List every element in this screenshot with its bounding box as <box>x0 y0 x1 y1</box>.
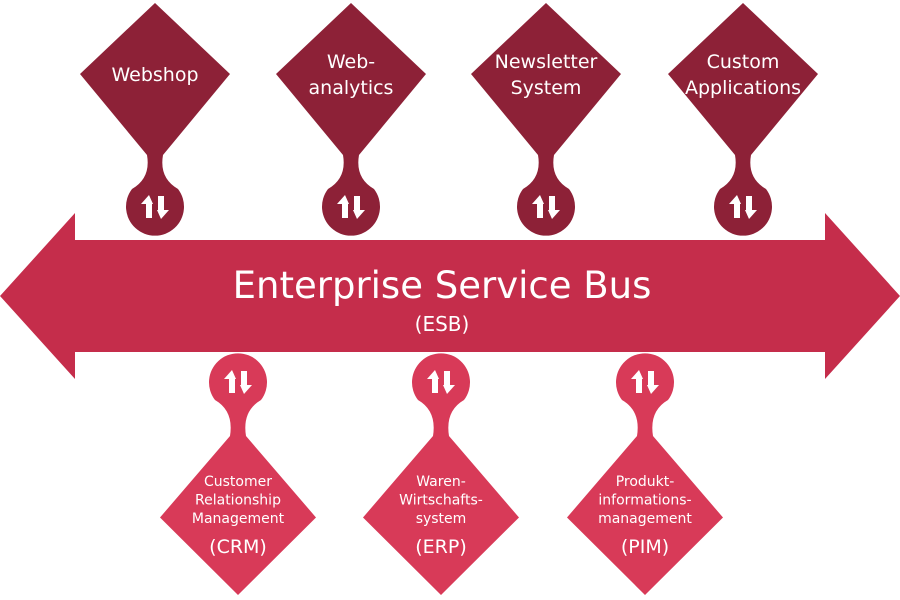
top-system-label: System <box>511 77 582 99</box>
up-down-arrows-icon <box>631 370 659 394</box>
bottom-system-abbreviation: (CRM) <box>209 536 267 558</box>
bottom-system-abbreviation: (ERP) <box>415 536 467 558</box>
top-system-node: Webshop <box>80 3 230 236</box>
bottom-system-label: Management <box>192 511 285 527</box>
up-down-arrows-icon <box>532 195 560 219</box>
top-system-label: Newsletter <box>495 51 598 73</box>
up-down-arrows-icon <box>427 370 455 394</box>
top-system-node: Web-analytics <box>276 3 426 236</box>
top-system-label: analytics <box>309 77 394 99</box>
bottom-system-label: system <box>416 511 467 527</box>
top-system-label: Custom <box>707 51 780 73</box>
bus-subtitle: (ESB) <box>415 312 470 336</box>
bus-double-arrow <box>0 213 900 379</box>
bottom-system-label: Wirtschafts- <box>399 493 483 509</box>
bottom-system-label: Customer <box>204 474 272 490</box>
top-system-label: Webshop <box>111 64 198 86</box>
bus-title: Enterprise Service Bus <box>233 264 652 307</box>
bottom-system-label: Waren- <box>416 474 466 490</box>
bottom-system-label: informations- <box>598 493 691 509</box>
up-down-arrows-icon <box>141 195 169 219</box>
top-system-label: Web- <box>327 51 375 73</box>
top-system-label: Applications <box>685 77 801 99</box>
bottom-system-label: Produkt- <box>616 474 675 490</box>
bottom-system-abbreviation: (PIM) <box>621 536 669 558</box>
bottom-system-label: management <box>598 511 692 527</box>
up-down-arrows-icon <box>729 195 757 219</box>
bottom-system-node: Waren- Wirtschafts-system (ERP) <box>363 353 519 595</box>
up-down-arrows-icon <box>337 195 365 219</box>
up-down-arrows-icon <box>224 370 252 394</box>
bottom-system-node: Produkt-informations-management (PIM) <box>567 353 723 595</box>
bottom-system-label: Relationship <box>195 493 281 509</box>
